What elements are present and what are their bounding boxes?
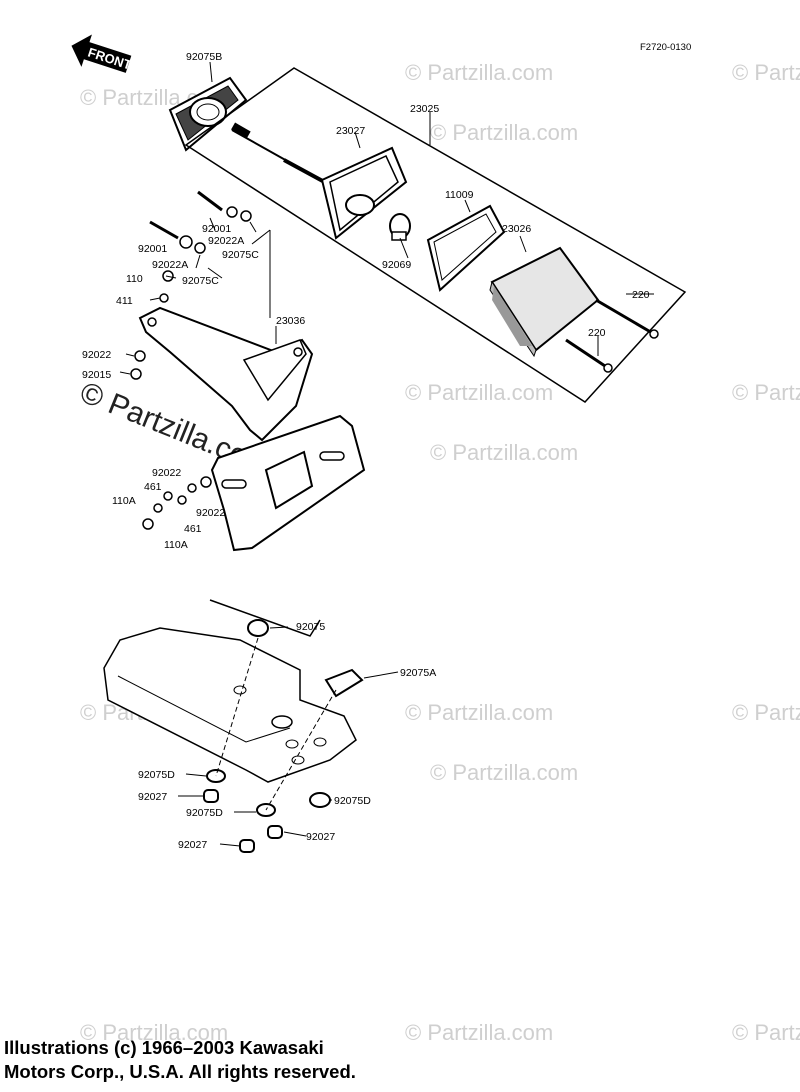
part-label: 92075C (182, 275, 219, 287)
copyright-line: Motors Corp., U.S.A. All rights reserved… (4, 1061, 356, 1082)
part-label: 23027 (336, 125, 365, 137)
watermark: © Partzilla.com (732, 60, 800, 85)
watermark: © Partzilla.com (405, 1020, 553, 1045)
part-label: 92022 (82, 349, 111, 361)
lens-gasket-part (426, 199, 506, 292)
watermark: © Partzilla.com (732, 1020, 800, 1045)
part-label: 92001 (138, 243, 167, 255)
lamp-housing-part (320, 146, 408, 240)
lens-part (489, 235, 600, 358)
part-label: 23025 (410, 103, 439, 115)
leader-lines (119, 61, 654, 847)
watermark: © Partzilla.com (405, 380, 553, 405)
part-label: 92075D (186, 807, 223, 819)
part-label: 92022A (152, 259, 188, 271)
part-label: 92075C (222, 249, 259, 261)
watermark: © Partzilla.com (732, 700, 800, 725)
part-label: 92022 (152, 467, 181, 479)
bracket-part (138, 306, 314, 442)
part-label: 411 (116, 295, 133, 307)
front-arrow-icon: FRONT (71, 34, 133, 73)
watermark: © Partzilla.com (405, 700, 553, 725)
part-label: 92069 (382, 259, 411, 271)
part-label: 92015 (82, 369, 111, 381)
part-label: 23036 (276, 315, 305, 327)
watermarks: © Partzilla.com © Partzilla.com © Partzi… (75, 60, 800, 1045)
part-label: 92027 (306, 831, 335, 843)
fender-part (103, 599, 357, 783)
part-label: 92075 (296, 621, 325, 633)
part-label: 92027 (178, 839, 207, 851)
bulb-part (389, 213, 411, 259)
part-label: 11009 (445, 189, 474, 201)
part-label: 461 (184, 523, 202, 535)
figure-code: F2720-0130 (640, 42, 691, 53)
part-label: 220 (632, 289, 650, 301)
watermark: © Partzilla.com (430, 760, 578, 785)
part-label: 92027 (138, 791, 167, 803)
copyright-line: Illustrations (c) 1966–2003 Kawasaki (4, 1037, 324, 1058)
part-label: 92075D (138, 769, 175, 781)
watermark: © Partzilla.com (430, 120, 578, 145)
license-bracket-part (210, 414, 366, 552)
part-label: 110 (126, 273, 143, 285)
hardware-parts (130, 190, 252, 530)
gasket-part (168, 76, 248, 152)
watermark: © Partzilla.com (405, 60, 553, 85)
wire-connector-part (231, 122, 331, 187)
part-label: 461 (144, 481, 162, 493)
part-label: 92075D (334, 795, 371, 807)
part-label: 92001 (202, 223, 231, 235)
part-label: 110A (112, 495, 136, 507)
part-label: 92075B (186, 51, 222, 63)
part-label: 110A (164, 539, 188, 551)
watermark: © Partzilla.com (430, 440, 578, 465)
part-label: 220 (588, 327, 606, 339)
watermark: © Partzilla.com (80, 1020, 228, 1045)
screw-part (565, 298, 659, 373)
tail-lamp-assembly-outline (184, 67, 687, 403)
part-label: 23026 (502, 223, 531, 235)
part-label: 92022 (196, 507, 225, 519)
watermark: © Partzilla.com (732, 380, 800, 405)
part-label: 92022A (208, 235, 244, 247)
part-labels: 92075B 23025 23027 11009 23026 92069 220… (82, 51, 650, 851)
part-label: 92075A (400, 667, 436, 679)
copyright-notice: Illustrations (c) 1966–2003 Kawasaki Mot… (4, 1036, 444, 1084)
